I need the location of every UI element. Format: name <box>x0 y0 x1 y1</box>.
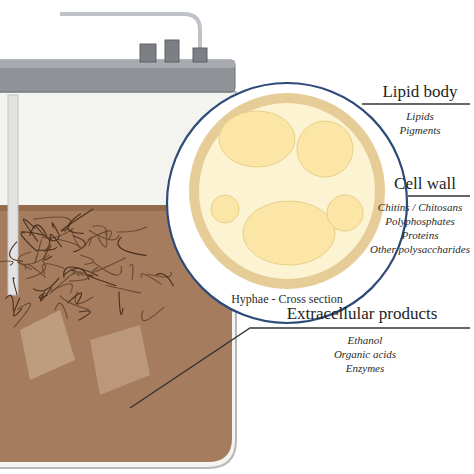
hypha-strand <box>13 278 17 296</box>
hypha-strand <box>26 260 46 278</box>
cytoplasm <box>199 103 375 279</box>
hypha-strand <box>118 237 147 256</box>
hypha-strand <box>116 227 147 232</box>
port <box>165 40 179 62</box>
hypha-strand <box>61 209 93 231</box>
hypha-strand <box>119 292 123 315</box>
lipid-droplet <box>327 195 363 231</box>
port <box>193 48 207 62</box>
hypha-strand <box>92 226 107 237</box>
hypha-strand <box>25 264 45 277</box>
zoom-outline <box>167 83 407 323</box>
component-item: Pigments <box>400 124 441 136</box>
hypha-strand <box>23 219 38 242</box>
hypha-strand <box>80 255 93 264</box>
component-item: Lipids <box>406 110 434 122</box>
hypha-strand <box>55 303 68 319</box>
part-heading: Cell wall <box>394 175 456 194</box>
product-item: Organic acids <box>334 348 396 360</box>
product-item: Enzymes <box>346 362 385 374</box>
hypha-strand <box>21 232 37 251</box>
component-item: Polyphosphates <box>385 215 455 227</box>
hypha-strand <box>51 284 73 294</box>
hypha-strand <box>44 245 52 260</box>
lipid-droplet <box>219 111 295 167</box>
hypha-strand <box>156 274 174 287</box>
hypha-strand <box>79 311 91 320</box>
hypha-strand <box>94 262 122 275</box>
hypha-strand <box>89 230 119 240</box>
flake <box>20 310 75 380</box>
part-heading: Lipid body <box>382 83 457 102</box>
product-item: Ethanol <box>348 334 383 346</box>
lipid-droplet <box>211 195 239 223</box>
hypha-strand <box>69 271 89 281</box>
hypha-strand <box>21 232 50 252</box>
hypha-strand <box>142 307 165 321</box>
hypha-strand <box>52 223 59 235</box>
mycelium <box>0 209 173 328</box>
lipid-droplet <box>243 201 335 265</box>
hypha-strand <box>147 272 171 277</box>
hypha-strand <box>33 278 59 291</box>
hypha-strand <box>50 272 76 294</box>
hypha-strand <box>68 214 84 234</box>
hypha-strand <box>36 247 56 250</box>
hypha-strand <box>5 295 13 311</box>
hypha-strand <box>14 298 22 316</box>
hypha-strand <box>0 261 13 266</box>
hypha-strand <box>106 285 141 293</box>
leader-line <box>408 195 470 196</box>
part-heading: Extracellular products <box>287 305 438 324</box>
zoom-circle: Hyphae - Cross section <box>165 81 409 325</box>
hypha-strand <box>130 264 133 280</box>
hypha-strand <box>86 275 116 286</box>
hypha-strand <box>30 225 47 236</box>
leader-line <box>362 103 470 104</box>
lid <box>0 60 235 92</box>
leader-line <box>130 328 470 408</box>
shaft <box>8 95 18 295</box>
port <box>140 44 156 62</box>
hypha-strand <box>60 296 89 310</box>
hypha-strand <box>39 294 48 298</box>
hypha-strand <box>10 242 23 262</box>
component-item: Proteins <box>402 229 439 241</box>
cell-wall-ring <box>189 93 385 289</box>
component-item: Chitins / Chitosans <box>378 201 462 213</box>
lipid-droplet <box>297 121 353 177</box>
cross-section-drawing <box>165 81 409 325</box>
hypha-strand <box>91 258 126 273</box>
component-item: Other polysaccharides <box>370 243 470 255</box>
flake <box>90 325 150 395</box>
